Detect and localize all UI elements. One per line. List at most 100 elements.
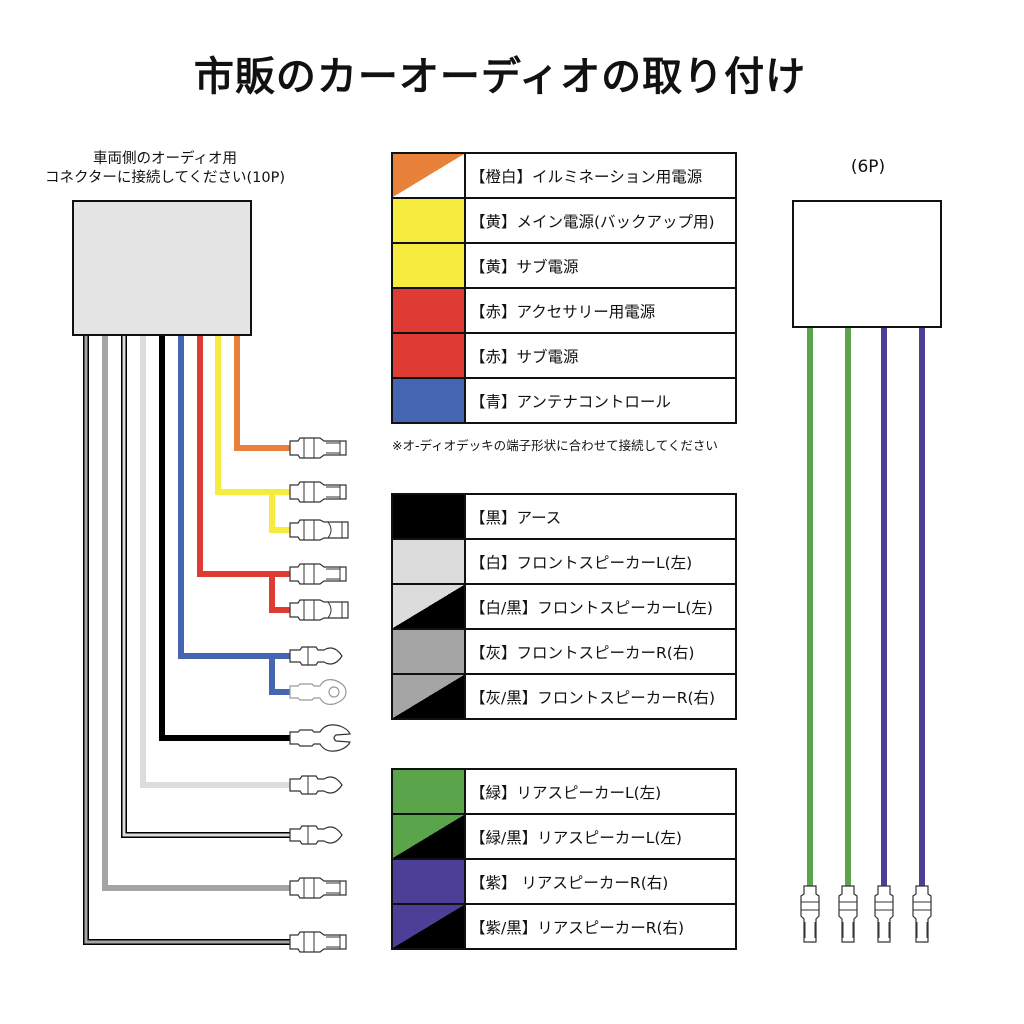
- color-swatch: [391, 493, 466, 540]
- legend-label: 【紫/黒】リアスピーカーR(右): [464, 903, 737, 950]
- color-swatch-fill: [393, 199, 464, 242]
- legend-label: 【青】アンテナコントロール: [464, 377, 737, 424]
- left-connector-10p: [72, 200, 252, 336]
- terminal-white-black: [289, 825, 343, 845]
- terminal-gray-black: [289, 931, 347, 953]
- legend-row: 【赤】サブ電源: [391, 332, 737, 379]
- wire-black: [159, 336, 292, 741]
- terminal-purple-black: [912, 885, 932, 943]
- right-connector-caption: (6P): [850, 157, 886, 177]
- color-swatch: [391, 332, 466, 379]
- legend-row: 【紫/黒】リアスピーカーR(右): [391, 903, 737, 950]
- wire-red-branch: [269, 574, 292, 613]
- color-swatch-fill: [393, 154, 464, 197]
- color-swatch: [391, 768, 466, 815]
- legend-note: ※オ-ディオデッキの端子形状に合わせて接続してください: [392, 438, 718, 453]
- color-swatch: [391, 583, 466, 630]
- legend-label: 【灰】フロントスピーカーR(右): [464, 628, 737, 675]
- color-swatch: [391, 377, 466, 424]
- legend-row: 【緑】リアスピーカーL(左): [391, 768, 737, 815]
- legend-label: 【緑】リアスピーカーL(左): [464, 768, 737, 815]
- terminal-blue: [289, 646, 343, 666]
- legend-row: 【黄】サブ電源: [391, 242, 737, 289]
- legend-row: 【灰】フロントスピーカーR(右): [391, 628, 737, 675]
- left-connector-caption: 車両側のオーディオ用 コネクターに接続してください(10P): [20, 150, 310, 188]
- wire-gray-black: [83, 336, 292, 945]
- color-swatch: [391, 152, 466, 199]
- legend-label: 【緑/黒】リアスピーカーL(左): [464, 813, 737, 860]
- wire-orange: [234, 336, 292, 451]
- right-connector-6p: [792, 200, 942, 328]
- color-swatch: [391, 538, 466, 585]
- color-swatch-fill: [393, 860, 464, 903]
- legend-label: 【灰/黒】フロントスピーカーR(右): [464, 673, 737, 720]
- color-swatch: [391, 628, 466, 675]
- terminal-white: [289, 775, 343, 795]
- legend-row: 【白/黒】フロントスピーカーL(左): [391, 583, 737, 630]
- wire-gray: [102, 336, 292, 891]
- color-swatch-fill: [393, 815, 464, 858]
- legend-row: 【緑/黒】リアスピーカーL(左): [391, 813, 737, 860]
- color-swatch-fill: [393, 905, 464, 948]
- legend-rear-speakers: 【緑】リアスピーカーL(左)【緑/黒】リアスピーカーL(左)【紫】 リアスピーカ…: [391, 768, 737, 950]
- terminal-green-black: [838, 885, 858, 943]
- legend-row: 【青】アンテナコントロール: [391, 377, 737, 424]
- color-swatch-fill: [393, 334, 464, 377]
- terminal-blue-ring: [289, 678, 347, 706]
- terminal-orange: [289, 437, 347, 459]
- color-swatch-fill: [393, 289, 464, 332]
- wire-blue-branch: [269, 656, 292, 695]
- terminal-black-fork: [289, 724, 351, 752]
- legend-label: 【赤】アクセサリー用電源: [464, 287, 737, 334]
- terminal-yellow-main: [289, 481, 347, 503]
- terminal-gray: [289, 877, 347, 899]
- color-swatch-fill: [393, 244, 464, 287]
- legend-label: 【紫】 リアスピーカーR(右): [464, 858, 737, 905]
- color-swatch: [391, 197, 466, 244]
- legend-row: 【赤】アクセサリー用電源: [391, 287, 737, 334]
- left-caption-line2: コネクターに接続してください(10P): [44, 170, 286, 186]
- page-title: 市販のカーオーディオの取り付け: [193, 54, 807, 100]
- terminal-green: [800, 885, 820, 943]
- wire-blue: [178, 336, 292, 659]
- color-swatch: [391, 242, 466, 289]
- color-swatch-fill: [393, 379, 464, 422]
- legend-label: 【白】フロントスピーカーL(左): [464, 538, 737, 585]
- legend-label: 【橙白】イルミネーション用電源: [464, 152, 737, 199]
- color-swatch: [391, 903, 466, 950]
- legend-label: 【黒】アース: [464, 493, 737, 540]
- wire-red: [197, 336, 292, 577]
- color-swatch: [391, 858, 466, 905]
- color-swatch: [391, 673, 466, 720]
- color-swatch: [391, 287, 466, 334]
- left-caption-line1: 車両側のオーディオ用: [93, 151, 237, 167]
- terminal-red-acc: [289, 563, 347, 585]
- wire-gray-black-stripe: [84, 336, 292, 944]
- color-swatch-fill: [393, 585, 464, 628]
- legend-label: 【黄】メイン電源(バックアップ用): [464, 197, 737, 244]
- wire-white: [140, 336, 292, 788]
- wire-white-black-stripe: [122, 336, 292, 837]
- color-swatch: [391, 813, 466, 860]
- legend-label: 【白/黒】フロントスピーカーL(左): [464, 583, 737, 630]
- legend-row: 【橙白】イルミネーション用電源: [391, 152, 737, 199]
- legend-label: 【黄】サブ電源: [464, 242, 737, 289]
- legend-power: 【橙白】イルミネーション用電源【黄】メイン電源(バックアップ用)【黄】サブ電源【…: [391, 152, 737, 424]
- legend-label: 【赤】サブ電源: [464, 332, 737, 379]
- wire-white-black: [121, 336, 292, 838]
- color-swatch-fill: [393, 630, 464, 673]
- terminal-yellow-sub: [289, 519, 349, 541]
- terminal-purple: [874, 885, 894, 943]
- color-swatch-fill: [393, 540, 464, 583]
- terminal-red-sub: [289, 599, 349, 621]
- color-swatch-fill: [393, 495, 464, 538]
- legend-row: 【紫】 リアスピーカーR(右): [391, 858, 737, 905]
- legend-row: 【黒】アース: [391, 493, 737, 540]
- wire-yellow-branch: [269, 492, 292, 533]
- legend-row: 【灰/黒】フロントスピーカーR(右): [391, 673, 737, 720]
- color-swatch-fill: [393, 770, 464, 813]
- legend-row: 【白】フロントスピーカーL(左): [391, 538, 737, 585]
- legend-front-speakers: 【黒】アース【白】フロントスピーカーL(左)【白/黒】フロントスピーカーL(左)…: [391, 493, 737, 720]
- wire-yellow: [215, 336, 292, 495]
